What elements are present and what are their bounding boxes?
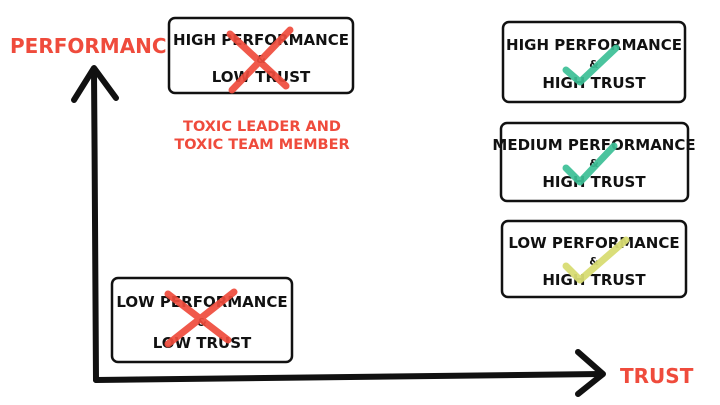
check-icon xyxy=(562,142,618,186)
annotation-line-2: TOXIC TEAM MEMBER xyxy=(174,137,349,153)
cross-icon xyxy=(164,288,238,348)
box-ampersand: & xyxy=(589,255,599,268)
box-line-2: HIGH TRUST xyxy=(542,74,646,92)
x-axis-arrowhead xyxy=(575,349,606,397)
box-line-2: LOW TRUST xyxy=(212,68,311,86)
box-line-1: HIGH PERFORMANCE xyxy=(173,31,349,49)
box-high-performance-low-trust: HIGH PERFORMANCE & LOW TRUST xyxy=(167,16,355,95)
y-axis-title: PERFORMANCE xyxy=(10,34,180,58)
box-line-1: MEDIUM PERFORMANCE xyxy=(492,136,695,154)
box-line-1: HIGH PERFORMANCE xyxy=(506,36,682,54)
box-low-performance-low-trust: LOW PERFORMANCE & LOW TRUST xyxy=(110,276,294,364)
check-icon xyxy=(562,44,620,86)
box-medium-performance-high-trust: MEDIUM PERFORMANCE & HIGH TRUST xyxy=(492,121,696,203)
annotation-line-1: TOXIC LEADER AND xyxy=(183,119,341,135)
y-axis-arrowhead xyxy=(71,65,119,103)
box-low-performance-high-trust: LOW PERFORMANCE & HIGH TRUST xyxy=(500,219,688,299)
cross-icon xyxy=(226,26,294,94)
check-icon xyxy=(562,236,630,284)
box-line-1: LOW PERFORMANCE xyxy=(508,234,679,252)
box-frame xyxy=(500,219,688,299)
box-frame xyxy=(501,20,687,104)
toxic-annotation: TOXIC LEADER AND TOXIC TEAM MEMBER xyxy=(174,119,349,153)
axes xyxy=(71,65,606,397)
box-line-2: HIGH TRUST xyxy=(542,173,646,191)
y-axis-line xyxy=(91,69,99,383)
x-axis-line xyxy=(93,371,603,383)
box-line-2: HIGH TRUST xyxy=(542,271,646,289)
box-line-1: LOW PERFORMANCE xyxy=(116,293,287,311)
box-high-performance-high-trust: HIGH PERFORMANCE & HIGH TRUST xyxy=(501,20,687,104)
x-axis-title: TRUST xyxy=(620,364,694,388)
